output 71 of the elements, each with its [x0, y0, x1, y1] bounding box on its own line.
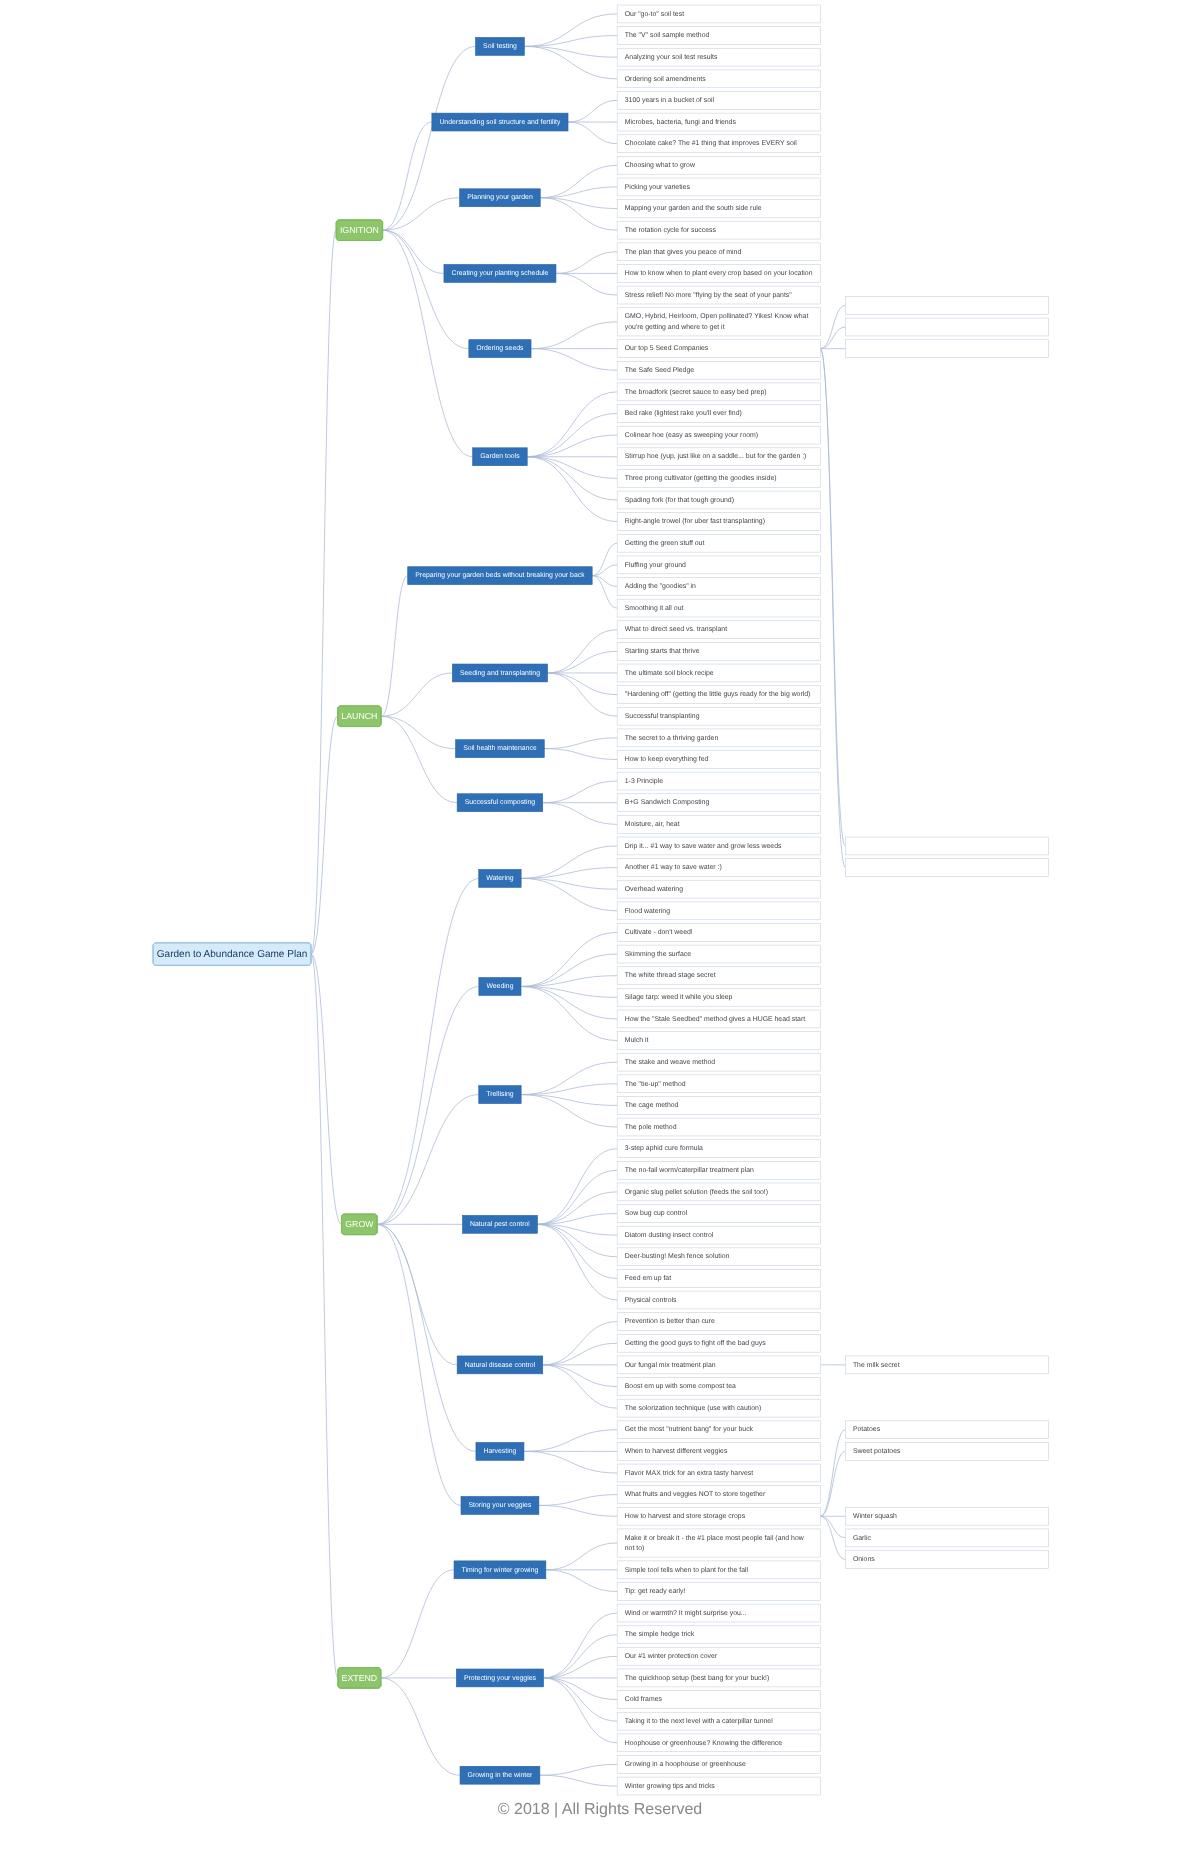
connector — [819, 1364, 845, 1366]
connector — [309, 953, 338, 1679]
connector — [542, 1677, 617, 1722]
connector — [376, 1223, 476, 1452]
connector — [819, 348, 845, 349]
connector — [819, 326, 845, 349]
connector — [819, 1515, 845, 1539]
connector — [309, 715, 338, 955]
connector — [819, 1429, 845, 1517]
connector — [541, 802, 617, 825]
connector — [520, 845, 617, 879]
connector — [566, 121, 617, 145]
footer-note: © 2018 | All Rights Reserved — [497, 1800, 703, 1818]
connector — [381, 121, 432, 231]
node-box — [844, 296, 1048, 315]
connector — [380, 672, 452, 717]
connector — [520, 1094, 617, 1128]
connector — [376, 1094, 479, 1225]
connector — [591, 575, 617, 609]
connector — [819, 1451, 845, 1517]
connector — [544, 1569, 617, 1592]
connector — [537, 1505, 617, 1517]
connector — [539, 197, 617, 231]
connector — [522, 1451, 617, 1474]
connector — [376, 1223, 461, 1506]
node-box — [844, 858, 1048, 877]
connector — [526, 456, 617, 522]
connector — [309, 953, 342, 1225]
connector — [376, 986, 479, 1225]
connector — [526, 456, 617, 501]
connector — [541, 1364, 617, 1387]
connector — [542, 1677, 617, 1744]
connector — [381, 46, 476, 231]
connector — [529, 348, 617, 371]
connector — [819, 305, 845, 349]
connector — [523, 46, 617, 80]
connector — [543, 748, 617, 760]
connector — [309, 229, 336, 955]
node-box — [844, 317, 1048, 337]
connector — [819, 1515, 845, 1560]
connector — [536, 1148, 617, 1225]
connector — [538, 1774, 617, 1787]
connector — [536, 1169, 617, 1225]
connector — [542, 1677, 617, 1700]
connector — [541, 1364, 617, 1409]
connector — [381, 197, 460, 231]
connector — [520, 878, 617, 912]
connector — [379, 1677, 460, 1776]
connector — [546, 672, 617, 717]
node-box — [844, 339, 1048, 358]
node-box — [844, 836, 1048, 856]
connector — [566, 100, 617, 123]
connector — [546, 672, 617, 695]
connector — [536, 1213, 617, 1225]
connector — [536, 1223, 617, 1301]
connector — [538, 1764, 617, 1776]
connector — [381, 229, 473, 458]
connector — [380, 715, 457, 804]
connector — [519, 986, 617, 1041]
connector — [591, 542, 617, 577]
connector — [819, 1515, 845, 1517]
connector — [591, 564, 617, 577]
connector — [379, 1677, 457, 1679]
connector — [566, 121, 617, 123]
connector — [376, 878, 479, 1225]
connector — [536, 1191, 617, 1225]
connector — [554, 273, 617, 296]
connector — [380, 575, 408, 717]
connector — [376, 1223, 463, 1225]
connector — [381, 229, 469, 349]
connector — [591, 575, 617, 587]
